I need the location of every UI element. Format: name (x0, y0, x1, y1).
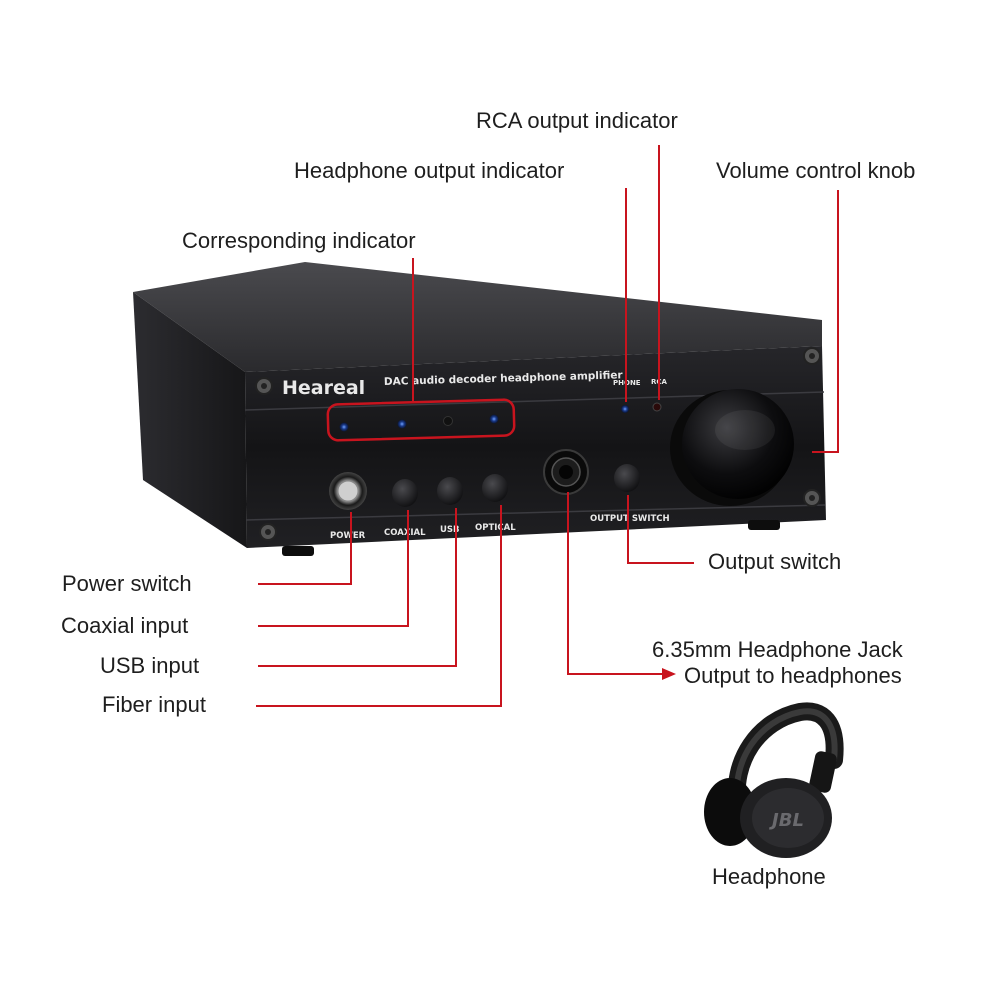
brand-text: Heareal (282, 377, 365, 399)
rca-output-led (652, 402, 662, 412)
usb-input-label: USB input (100, 653, 200, 678)
volume-control-knob-label: Volume control knob (716, 158, 916, 183)
coaxial-button (392, 479, 418, 507)
output-switch-label: Output switch (708, 549, 842, 574)
power-switch-knob (329, 472, 367, 510)
optical-button (482, 474, 508, 502)
coaxial-indicator-led (339, 422, 349, 432)
output-switch-panel-label: OUTPUT SWITCH (590, 514, 670, 524)
arrow-head-icon (662, 668, 676, 680)
headphone-label: Headphone (712, 864, 826, 889)
optical-indicator-led (443, 416, 453, 426)
aux-indicator-led (489, 414, 499, 424)
output-switch-button (614, 464, 640, 492)
volume-knob (670, 389, 794, 506)
headphone-jack-sublabel: Output to headphones (684, 663, 902, 688)
screw-icon (255, 377, 273, 395)
usb-indicator-led (397, 419, 407, 429)
fiber-input-label: Fiber input (102, 692, 206, 717)
power-switch-label: Power switch (62, 571, 192, 596)
device-foot (282, 546, 314, 556)
optical-panel-label: OPTICAL (475, 523, 516, 533)
screw-icon (259, 523, 277, 541)
headphone-jack-label: 6.35mm Headphone Jack (652, 637, 903, 662)
coaxial-panel-label: COAXIAL (384, 528, 426, 538)
screw-icon (803, 347, 821, 365)
headphone-jack (543, 449, 589, 495)
coaxial-input-label: Coaxial input (61, 613, 189, 638)
headphone-image: JBL (704, 702, 844, 858)
rca-output-indicator-label: RCA output indicator (476, 108, 678, 133)
phone-output-led (621, 405, 629, 413)
usb-button (437, 477, 463, 505)
power-panel-label: POWER (330, 531, 366, 541)
corresponding-indicator-label: Corresponding indicator (182, 228, 416, 253)
device-foot (748, 520, 780, 530)
jbl-logo: JBL (769, 810, 804, 831)
callout-lines (256, 145, 839, 707)
headphone-output-indicator-label: Headphone output indicator (294, 158, 565, 183)
screw-icon (803, 489, 821, 507)
dac-amplifier-device: Heareal DAC audio decoder headphone ampl… (133, 262, 826, 556)
indicator-highlight-box (326, 398, 516, 442)
usb-panel-label: USB (440, 525, 460, 535)
